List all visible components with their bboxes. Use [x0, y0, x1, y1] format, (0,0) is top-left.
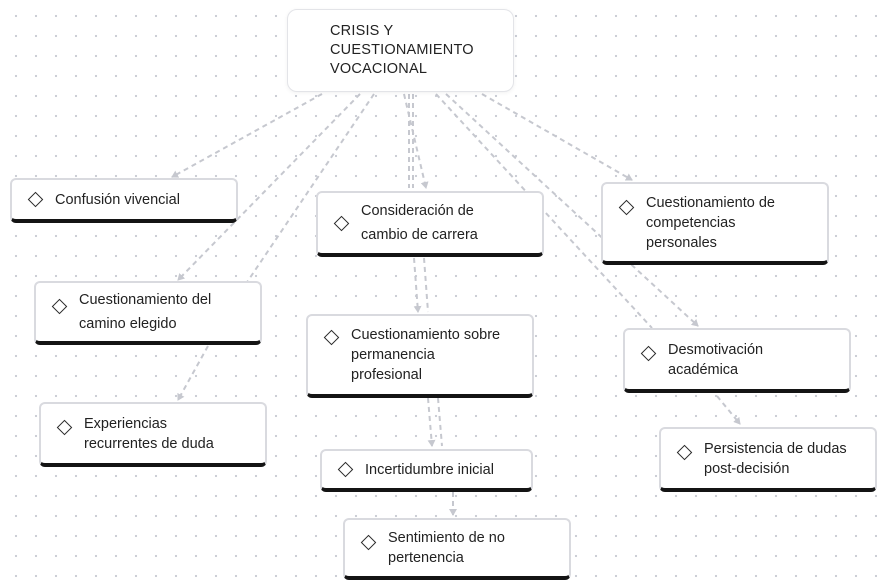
diamond-icon	[618, 199, 635, 216]
central-topic-line-1: CRISIS Y	[330, 23, 394, 39]
node-label-line: Desmotivación	[668, 341, 764, 358]
node-label-line: camino elegido	[79, 316, 177, 332]
diamond-icon	[360, 534, 377, 551]
node-cuestionamiento-permanencia[interactable]: Cuestionamiento sobre permanencia profes…	[306, 314, 534, 398]
edge-camino-experiencias	[177, 345, 209, 401]
node-experiencias-recurrentes[interactable]: Experiencias recurrentes de duda	[39, 402, 267, 467]
central-topic-line-2: CUESTIONAMIENTO	[330, 42, 474, 58]
node-label-line: Incertidumbre inicial	[365, 461, 494, 478]
edge-consideracion-permanencia-b	[423, 257, 429, 313]
diamond-icon	[323, 329, 340, 346]
node-label-line: permanencia	[351, 347, 435, 363]
node-label-line: recurrentes de duda	[84, 435, 214, 452]
node-label-line: académica	[668, 361, 739, 378]
node-label-line: Persistencia de dudas	[704, 440, 847, 457]
node-label-line: Cuestionamiento del	[79, 292, 212, 308]
diamond-icon	[676, 444, 693, 461]
central-topic-line-3: VOCACIONAL	[330, 61, 428, 77]
node-label-line: Consideración de	[361, 203, 474, 219]
node-label-line: Confusión vivencial	[55, 191, 180, 208]
node-label-line: profesional	[351, 367, 422, 383]
node-consideracion-cambio-carrera[interactable]: Consideración de cambio de carrera	[316, 191, 544, 257]
edge-root-consideracion-a	[403, 93, 429, 189]
node-confusion-vivencial[interactable]: Confusión vivencial	[10, 178, 238, 223]
node-label-line: Cuestionamiento de	[646, 194, 775, 211]
edge-consideracion-permanencia-a	[413, 257, 422, 313]
diamond-icon	[27, 191, 44, 208]
node-label-line: Sentimiento de no	[388, 530, 505, 546]
central-topic-node[interactable]: CRISIS Y CUESTIONAMIENTO VOCACIONAL	[287, 9, 514, 92]
node-label-line: Experiencias	[84, 415, 168, 432]
diamond-icon	[333, 215, 350, 231]
node-cuestionamiento-camino[interactable]: Cuestionamiento del camino elegido	[34, 281, 262, 345]
node-cuestionamiento-competencias[interactable]: Cuestionamiento de competencias personal…	[601, 182, 829, 265]
node-label-line: competencias	[646, 214, 736, 231]
node-incertidumbre-inicial[interactable]: Incertidumbre inicial	[320, 449, 533, 492]
node-label-line: pertenencia	[388, 550, 464, 566]
edge-permanencia-incertidumbre-a	[427, 397, 436, 447]
node-desmotivacion-academica[interactable]: Desmotivación académica	[623, 328, 851, 393]
edge-root-competencias	[481, 93, 633, 181]
diamond-icon	[337, 461, 354, 478]
diamond-icon	[640, 345, 657, 362]
diamond-icon	[56, 419, 73, 436]
diamond-icon	[51, 298, 68, 315]
node-label-line: post-decisión	[704, 460, 790, 477]
edge-desmotivacion-persistencia	[716, 395, 741, 425]
edge-root-confusion	[171, 93, 323, 178]
node-sentimiento-no-pertenencia[interactable]: Sentimiento de no pertenencia	[343, 518, 571, 580]
node-label-line: Cuestionamiento sobre	[351, 327, 501, 343]
edge-permanencia-incertidumbre-b	[437, 397, 443, 447]
node-persistencia-dudas[interactable]: Persistencia de dudas post-decisión	[659, 427, 877, 492]
node-label-line: cambio de carrera	[361, 227, 478, 243]
node-label-line: personales	[646, 234, 717, 251]
